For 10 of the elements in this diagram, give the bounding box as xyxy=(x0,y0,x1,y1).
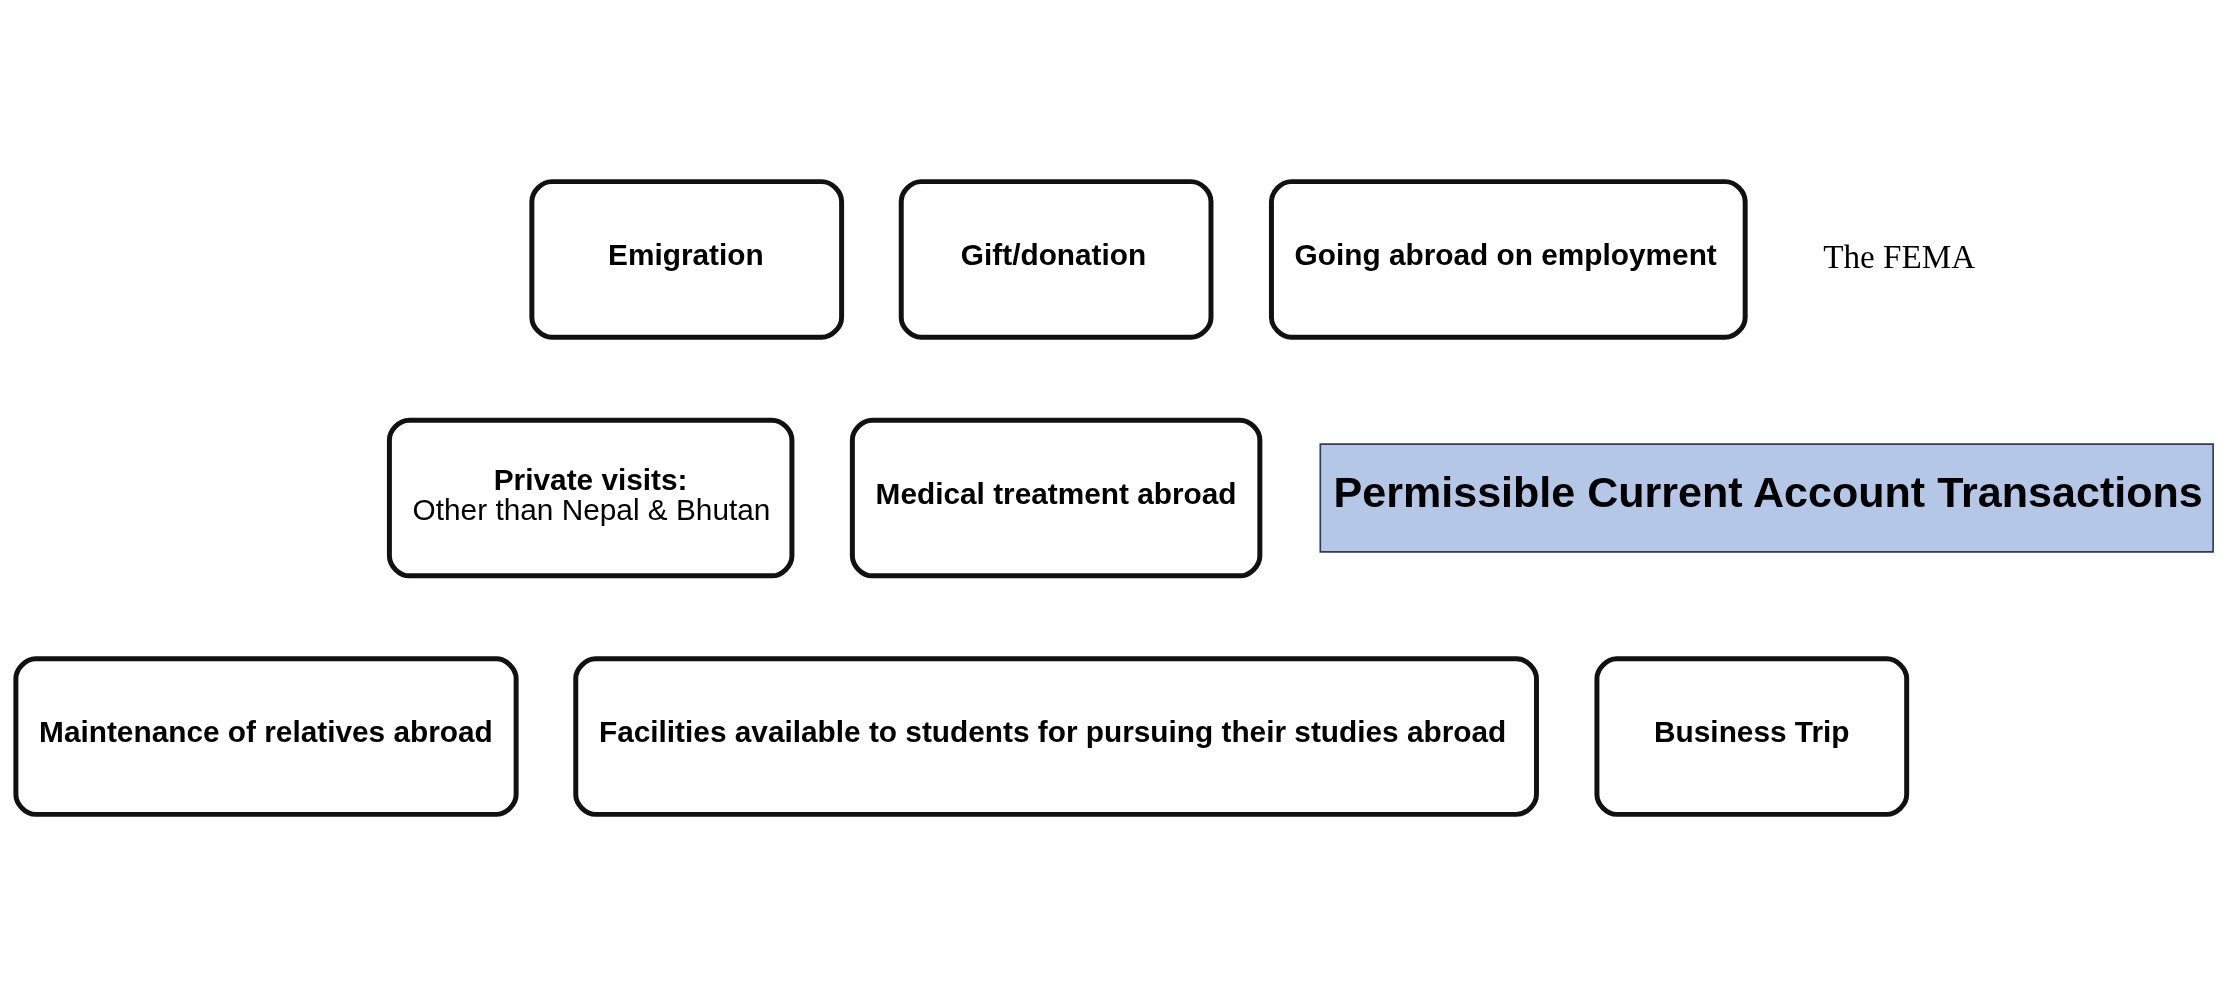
node-box: Business Trip xyxy=(1594,656,1910,817)
node-box: Private visits: Other than Nepal & Bhutan xyxy=(386,417,795,579)
node-box: Emigration xyxy=(529,179,845,340)
node-box: Gift/donation xyxy=(898,179,1214,340)
node-box: Medical treatment abroad xyxy=(849,417,1263,579)
node-box: Facilities available to students for pursuing their studies abroad xyxy=(573,656,1539,817)
node-box: Permissible Current Account Transactions xyxy=(1319,443,2214,553)
node-box: Going abroad on employment xyxy=(1268,179,1748,340)
label: The FEMA xyxy=(1823,237,1976,275)
node-box: Maintenance of relatives abroad xyxy=(13,656,519,817)
